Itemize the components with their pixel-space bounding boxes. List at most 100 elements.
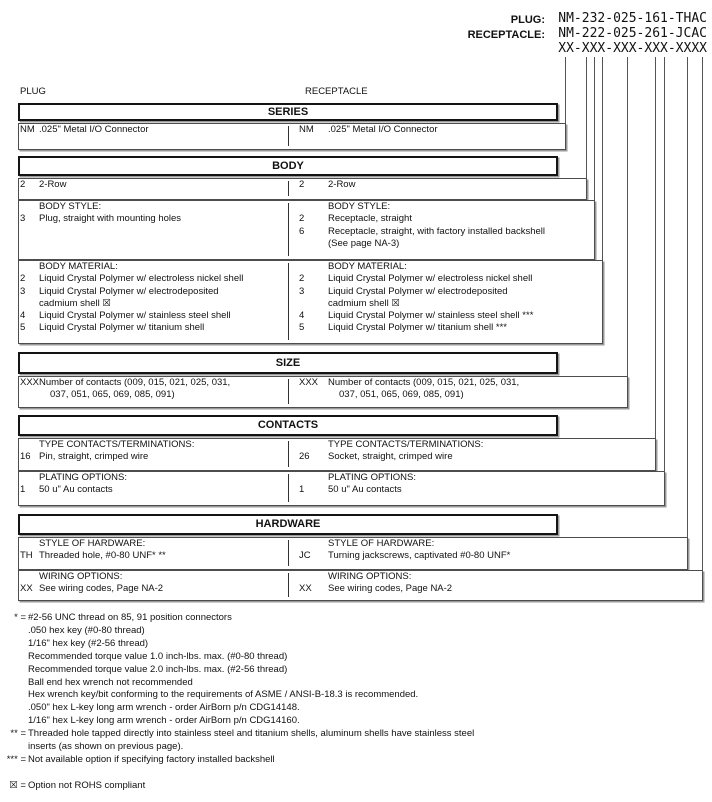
- option-code: 2: [20, 273, 26, 285]
- option-code: XXX: [20, 377, 40, 388]
- section-header-body: BODY: [18, 156, 558, 176]
- option-code: TH: [20, 550, 33, 562]
- option-code: 2: [299, 213, 305, 225]
- option-row: NM.025" Metal I/O Connector: [20, 124, 286, 136]
- footnote-line: Threaded hole tapped directly into stain…: [28, 728, 475, 739]
- footnote-line: .050 hex key (#0-80 thread): [28, 624, 145, 636]
- option-desc: .025" Metal I/O Connector: [328, 124, 438, 135]
- column-divider: [288, 203, 289, 256]
- option-group-label: BODY STYLE:: [39, 201, 102, 212]
- option-code: 4: [299, 310, 305, 322]
- field-line-body-row: [586, 57, 587, 200]
- section-header-contacts: CONTACTS: [18, 415, 558, 436]
- option-desc: Liquid Crystal Polymer w/ electroless ni…: [328, 273, 533, 285]
- option-desc: Liquid Crystal Polymer w/ stainless stee…: [39, 310, 231, 322]
- plug-part-number-label: PLUG:: [510, 14, 545, 26]
- field-line-body-style: [594, 57, 595, 260]
- size-options-box: XXXNumber of contacts (009, 015, 021, 02…: [18, 376, 628, 408]
- option-desc-continued: cadmium shell ☒: [39, 297, 111, 309]
- option-desc: Liquid Crystal Polymer w/ electrodeposit…: [328, 285, 508, 297]
- receptacle-part-number-value: NM-222-025-261-JCAC: [558, 26, 707, 41]
- footnote-line: #2-56 UNC thread on 85, 91 position conn…: [28, 612, 232, 623]
- option-code: XXX: [299, 377, 319, 388]
- footnote-line: 1/16" hex L-key long arm wrench - order …: [28, 715, 300, 727]
- option-group-label: WIRING OPTIONS:: [39, 571, 123, 582]
- option-group-label: BODY MATERIAL:: [328, 261, 407, 272]
- footnote-line: 1/16" hex key (#2-56 thread): [28, 637, 149, 649]
- footnote-marker: ** =: [10, 728, 26, 739]
- footnote-marker: * =: [14, 612, 26, 623]
- field-line-size: [627, 57, 628, 408]
- option-desc: Socket, straight, crimped wire: [328, 451, 453, 463]
- option-code: 1: [20, 484, 26, 496]
- option-code: 2: [20, 179, 26, 190]
- option-group-label: STYLE OF HARDWARE:: [328, 538, 435, 549]
- footnote-line: Hex wrench key/bit conforming to the req…: [28, 689, 419, 701]
- option-desc-continued: 037, 051, 065, 069, 085, 091): [339, 389, 464, 401]
- option-row: 2 Liquid Crystal Polymer w/ electroless n…: [20, 273, 286, 285]
- footnote-line: .050" hex L-key long arm wrench - order …: [28, 702, 300, 714]
- option-desc: Turning jackscrews, captivated #0-80 UNF…: [328, 550, 511, 562]
- footnote-line: Recommended torque value 2.0 inch-lbs. m…: [28, 663, 288, 675]
- option-row: 4 Liquid Crystal Polymer w/ stainless ste…: [299, 310, 600, 322]
- option-desc: Liquid Crystal Polymer w/ stainless stee…: [328, 310, 534, 322]
- option-group-label: TYPE CONTACTS/TERMINATIONS:: [39, 439, 195, 450]
- footnote-line: Ball end hex wrench not recommended: [28, 676, 193, 688]
- receptacle-column-label: RECEPTACLE: [305, 86, 368, 97]
- field-line-wiring: [702, 57, 703, 601]
- option-row: NM .025" Metal I/O Connector: [299, 124, 563, 136]
- footnote-marker: *** =: [6, 754, 26, 765]
- option-desc: Pin, straight, crimped wire: [39, 451, 149, 463]
- option-code: 16: [20, 451, 31, 463]
- option-code: NM: [299, 124, 314, 135]
- hardware-style-options-box: STYLE OF HARDWARE: TH Threaded hole, #0-8…: [18, 537, 688, 570]
- option-code: 5: [299, 322, 305, 334]
- field-line-hardware-style: [687, 57, 688, 570]
- receptacle-part-number-label: RECEPTACLE:: [467, 29, 545, 41]
- option-desc-continued: 037, 051, 065, 069, 085, 091): [50, 389, 175, 401]
- option-group-label: PLATING OPTIONS:: [328, 472, 416, 483]
- option-group-label: STYLE OF HARDWARE:: [39, 538, 146, 549]
- option-code: XX: [299, 583, 312, 595]
- option-desc: Receptacle, straight, with factory insta…: [328, 225, 546, 237]
- option-code: 5: [20, 322, 26, 334]
- plug-column-label: PLUG: [20, 86, 46, 97]
- option-desc: Liquid Crystal Polymer w/ titanium shell…: [328, 322, 507, 334]
- column-divider: [288, 540, 289, 566]
- option-desc: Liquid Crystal Polymer w/ electroless ni…: [39, 273, 244, 285]
- column-divider: [288, 263, 289, 340]
- option-code: 6: [299, 225, 305, 237]
- footnote-rohs: ☒ = Option not ROHS compliant: [0, 780, 145, 793]
- section-header-size: SIZE: [18, 352, 558, 374]
- column-divider: [288, 379, 289, 404]
- option-desc: 50 u" Au contacts: [39, 484, 113, 496]
- footnote-single-asterisk: * = #2-56 UNC thread on 85, 91 position …: [0, 612, 418, 728]
- field-line-plating: [664, 57, 665, 506]
- part-number-mask: XX-XXX-XXX-XXX-XXXX: [558, 41, 707, 56]
- option-desc: Threaded hole, #0-80 UNF* **: [39, 550, 166, 562]
- option-group-label: WIRING OPTIONS:: [328, 571, 412, 582]
- field-line-contact-type: [655, 57, 656, 471]
- option-group-label: PLATING OPTIONS:: [39, 472, 127, 483]
- option-row: TH Threaded hole, #0-80 UNF* **: [20, 550, 286, 562]
- option-desc: Plug, straight with mounting holes: [39, 213, 182, 225]
- plug-part-number-value: NM-232-025-161-THAC: [558, 11, 707, 26]
- option-desc: .025" Metal I/O Connector: [39, 124, 149, 135]
- ballot-box-x-icon: ☒ =: [9, 780, 26, 791]
- section-header-hardware: HARDWARE: [18, 514, 558, 535]
